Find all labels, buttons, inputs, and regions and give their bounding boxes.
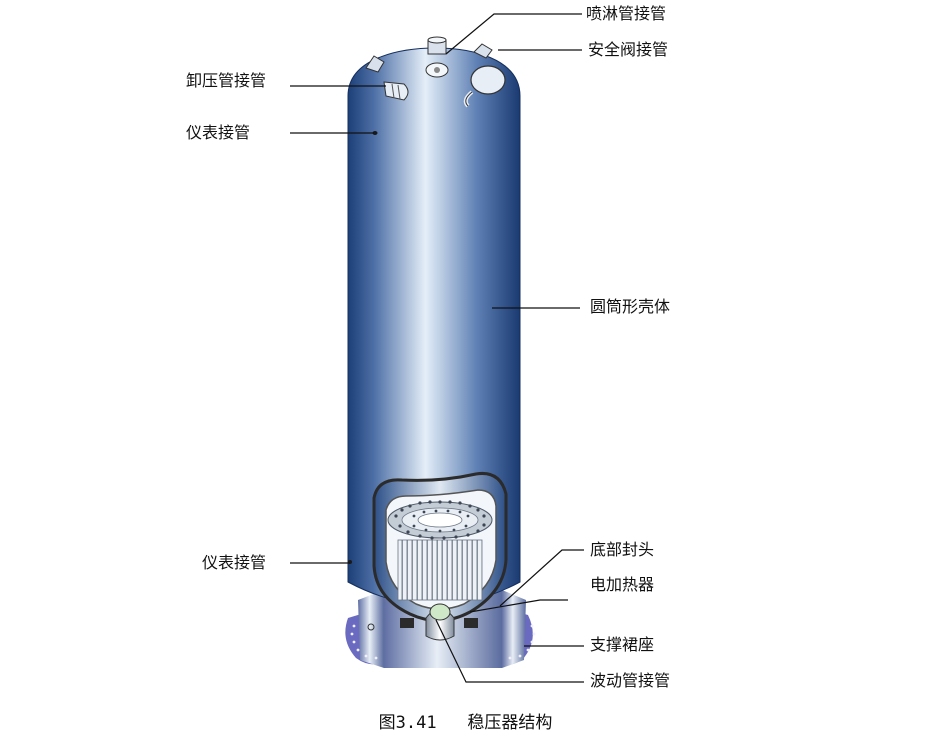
figure-caption: 图3.41 稳压器结构 — [0, 708, 931, 733]
label-cylindrical-shell: 圆筒形壳体 — [590, 297, 671, 316]
instrument-tap-top — [372, 131, 378, 135]
cutaway-view — [372, 471, 508, 641]
relief-nozzle — [383, 81, 409, 101]
label-surge-line-nozzle: 波动管接管 — [590, 671, 671, 690]
label-support-skirt: 支撑裙座 — [590, 635, 655, 654]
label-electric-heater: 电加热器 — [590, 575, 655, 594]
label-relief-nozzle: 卸压管接管 — [186, 71, 267, 90]
label-instrument-nozzle-top: 仪表接管 — [186, 123, 251, 142]
safety-valve-flange — [470, 65, 506, 95]
label-spray-nozzle: 喷淋管接管 — [586, 4, 667, 23]
label-instrument-nozzle-bottom: 仪表接管 — [202, 553, 267, 572]
label-bottom-head: 底部封头 — [590, 540, 655, 559]
heater-bundle — [397, 539, 483, 601]
figure-number: 图3.41 — [378, 713, 437, 733]
spray-nozzle — [425, 36, 449, 78]
label-safety-valve-nozzle: 安全阀接管 — [588, 40, 669, 59]
figure-title: 稳压器结构 — [467, 713, 553, 733]
leader-lines — [290, 13, 584, 683]
